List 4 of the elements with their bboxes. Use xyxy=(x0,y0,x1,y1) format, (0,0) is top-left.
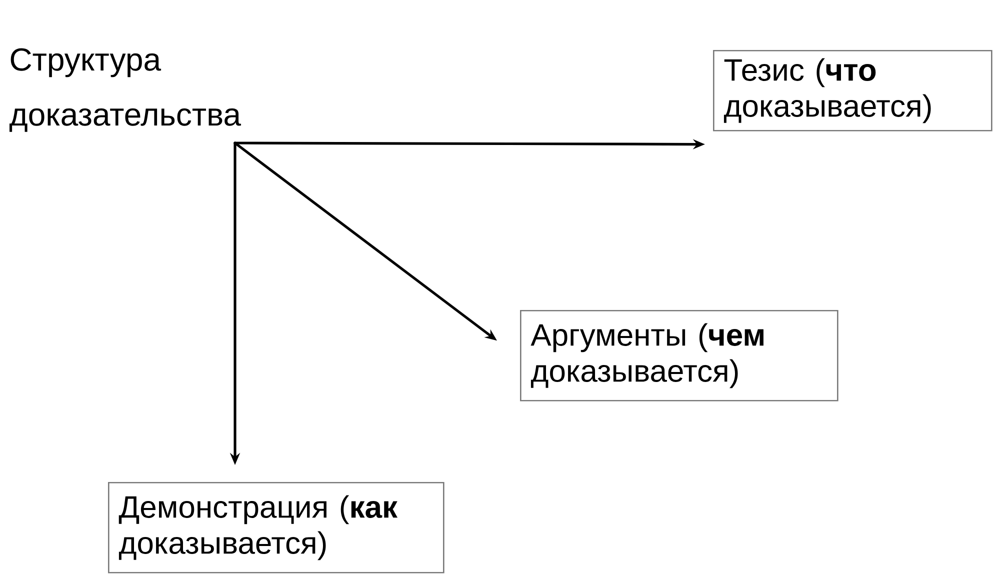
text-box: Демонстрация (как доказывается) xyxy=(108,482,444,574)
heading-text: Структура доказательства xyxy=(10,48,242,132)
text-box: Тезис (что доказывается) xyxy=(713,50,992,132)
text-box: Аргументы (чем доказывается) xyxy=(520,310,838,402)
